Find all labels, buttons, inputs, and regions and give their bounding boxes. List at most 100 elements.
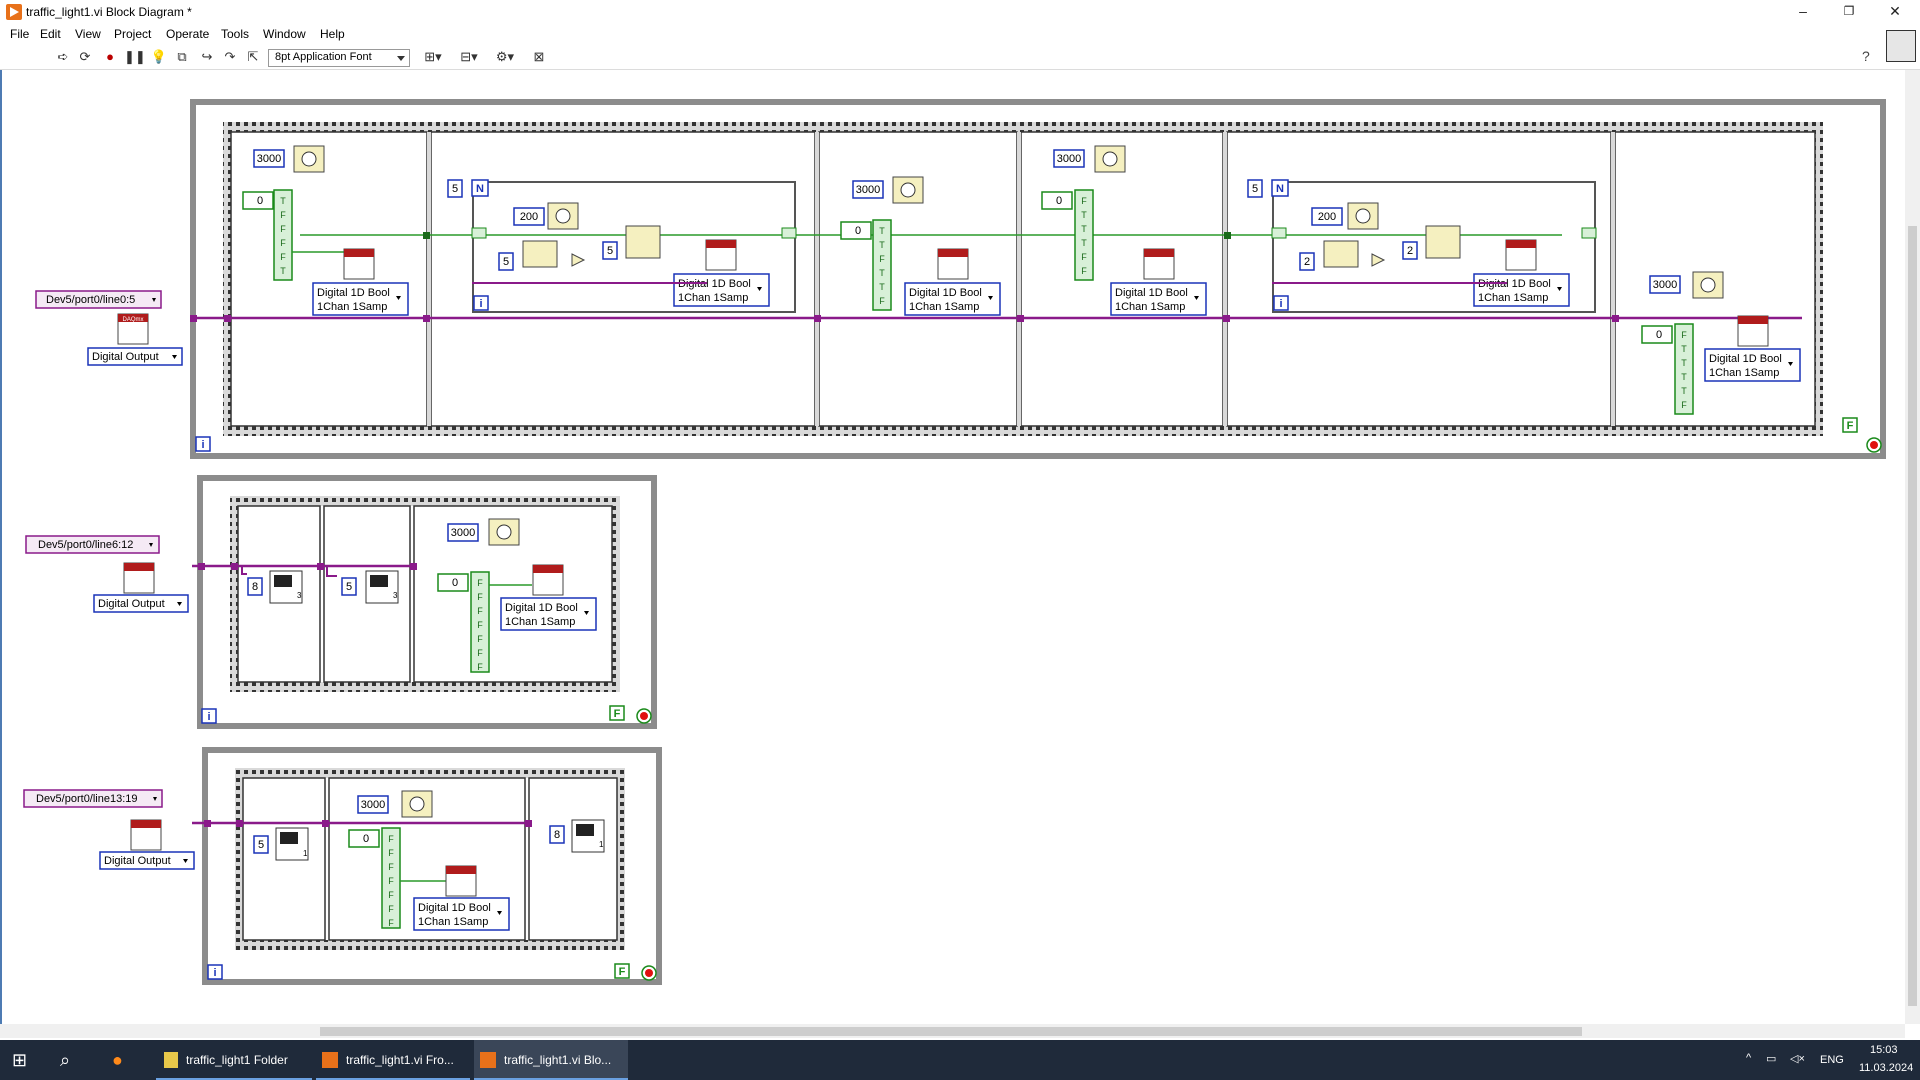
loop2-channel-constant[interactable]: Dev5/port0/line6:12 <box>25 535 160 554</box>
loop3-channel-constant[interactable]: Dev5/port0/line13:19 <box>23 789 163 808</box>
scroll-thumb[interactable] <box>1908 226 1917 1006</box>
bool-cell: F <box>280 238 286 248</box>
daqmx-create-channel-3[interactable] <box>130 819 162 851</box>
taskbar-item-block-diagram[interactable]: traffic_light1.vi Blo... <box>474 1040 628 1080</box>
loop3-wait[interactable]: 3000 <box>357 790 433 818</box>
frame6-daqmx-write[interactable]: Digital 1D Bool 1Chan 1Samp <box>1704 315 1801 382</box>
frame1-bool-array[interactable]: 0 T F F F F T <box>242 189 293 281</box>
while-loop-2[interactable]: i F <box>197 475 657 729</box>
frame3-wait[interactable]: 3000 <box>852 176 924 204</box>
reorder-icon[interactable]: ⚙▾ <box>495 49 515 64</box>
clock-time[interactable]: 15:03 <box>1870 1044 1898 1056</box>
pause-icon[interactable]: ❚❚ <box>124 49 146 64</box>
loop3-subvi-2[interactable]: 8 1 <box>549 819 605 853</box>
loop2-daqmx-write[interactable]: Digital 1D Bool 1Chan 1Samp <box>500 564 597 631</box>
menu-window[interactable]: Window <box>263 27 306 41</box>
frame1-array-index: 0 <box>257 195 263 207</box>
step-over-icon[interactable]: ↷ <box>224 49 236 64</box>
align-objects-icon[interactable]: ⊞▾ <box>424 49 442 64</box>
chevron-down-icon <box>177 602 182 606</box>
while-loop-1[interactable]: i F <box>190 99 1886 459</box>
highlight-execution-icon[interactable]: 💡 <box>150 49 168 64</box>
restore-button[interactable]: ❐ <box>1843 4 1855 18</box>
run-continuously-icon[interactable]: ⟳ <box>79 49 91 64</box>
frame4-bool-array[interactable]: 0 F T T T F F <box>1041 189 1094 281</box>
loop3-subvi-1[interactable]: 5 1 <box>253 827 309 861</box>
wait-clock-icon <box>301 151 317 167</box>
search-icon[interactable]: ⌕ <box>60 1050 71 1070</box>
horizontal-scrollbar[interactable] <box>0 1024 1905 1038</box>
loop3-create-mode-selector[interactable]: Digital Output <box>99 851 195 870</box>
daqmx-create-channel-1[interactable]: DAQmx <box>117 313 149 345</box>
loop1-stop-constant[interactable]: F <box>1847 420 1854 432</box>
bool-cell: T <box>879 282 885 292</box>
volume-muted-icon[interactable]: ◁× <box>1790 1053 1805 1065</box>
frame6-bool-array[interactable]: 0 F T T T T F <box>1641 323 1694 415</box>
taskbar: ⊞ ⌕ ● traffic_light1 Folder traffic_ligh… <box>0 1040 1920 1080</box>
network-icon[interactable]: ▭ <box>1766 1053 1777 1065</box>
loop2-array-index: 0 <box>452 577 458 589</box>
menu-tools[interactable]: Tools <box>221 27 250 41</box>
loop2-stop-constant[interactable]: F <box>614 708 621 720</box>
vertical-scrollbar[interactable] <box>1905 70 1920 1024</box>
frame4-daqmx-write[interactable]: Digital 1D Bool 1Chan 1Samp <box>1110 248 1207 316</box>
subvi-badge: 3 <box>297 591 302 600</box>
bool-cell: F <box>477 620 483 630</box>
distribute-objects-icon[interactable]: ⊟▾ <box>460 49 478 64</box>
loop2-subvi-2[interactable]: 5 3 <box>341 570 399 604</box>
loop3-daqmx-write[interactable]: Digital 1D Bool 1Chan 1Samp <box>413 865 510 931</box>
vi-connector-icon[interactable] <box>1886 30 1916 62</box>
language-indicator[interactable]: ENG <box>1820 1054 1844 1066</box>
minimize-button[interactable]: – <box>1799 3 1807 19</box>
taskbar-item-front-panel[interactable]: traffic_light1.vi Fro... <box>316 1040 470 1080</box>
bool-cell: F <box>477 634 483 644</box>
menu-view[interactable]: View <box>75 27 101 41</box>
frame2-for-loop[interactable]: 5 N i 200 5 5 Digital 1D Bool 1Chan 1Sam… <box>447 179 797 313</box>
run-arrow-icon[interactable]: ➪ <box>57 49 69 64</box>
menu-file[interactable]: File <box>10 27 30 41</box>
clock-date[interactable]: 11.03.2024 <box>1859 1062 1914 1074</box>
chevron-up-icon[interactable]: ^ <box>1746 1052 1752 1064</box>
frame3-bool-array[interactable]: 0 T T F T T F <box>840 219 892 311</box>
firefox-icon[interactable]: ● <box>112 1050 123 1070</box>
frame5-count-terminal: N <box>1276 183 1284 195</box>
loop3-stop-constant[interactable]: F <box>619 966 626 978</box>
loop1-channel-constant[interactable]: Dev5/port0/line0:5 <box>35 290 162 309</box>
bool-cell: F <box>477 592 483 602</box>
while-loop-3[interactable]: i F <box>202 747 662 985</box>
step-out-icon[interactable]: ⇱ <box>247 49 259 64</box>
frame6-wait[interactable]: 3000 <box>1649 271 1724 299</box>
window-title: traffic_light1.vi Block Diagram * <box>26 5 192 19</box>
taskbar-item-folder[interactable]: traffic_light1 Folder <box>156 1040 312 1080</box>
daqmx-create-channel-2[interactable] <box>123 562 155 594</box>
cleanup-diagram-icon[interactable]: ⊠ <box>533 49 545 64</box>
loop2-wait[interactable]: 3000 <box>447 518 520 546</box>
frame1-wait[interactable]: 3000 <box>253 145 325 173</box>
block-diagram-canvas[interactable]: i F Dev5/port0/line0:5 DAQmx <box>0 70 1905 1024</box>
close-button[interactable]: ✕ <box>1889 3 1901 19</box>
windows-start-icon[interactable]: ⊞ <box>12 1050 28 1070</box>
loop1-create-mode-selector[interactable]: Digital Output <box>87 347 183 366</box>
frame5-write-line2: 1Chan 1Samp <box>1478 292 1548 304</box>
bool-cell: T <box>280 196 286 206</box>
frame4-wait[interactable]: 3000 <box>1053 145 1126 173</box>
context-help-icon[interactable]: ? <box>1862 48 1870 64</box>
retain-wire-values-icon[interactable]: ⧉ <box>177 49 187 64</box>
daqmx-label: DAQmx <box>123 317 144 323</box>
abort-icon[interactable]: ● <box>106 49 114 64</box>
frame1-daqmx-write[interactable]: Digital 1D Bool 1Chan 1Samp <box>312 248 409 316</box>
frame5-for-loop[interactable]: 5 N i 200 2 2 Digital 1D Bool 1Chan 1Sam… <box>1247 179 1597 313</box>
frame3-daqmx-write[interactable]: Digital 1D Bool 1Chan 1Samp <box>904 248 1001 316</box>
step-into-icon[interactable]: ↪ <box>201 49 213 64</box>
menu-help[interactable]: Help <box>320 27 345 41</box>
loop2-subvi-1[interactable]: 8 3 <box>247 570 303 604</box>
loop2-create-mode-selector[interactable]: Digital Output <box>93 594 189 613</box>
loop2-bool-array[interactable]: 0 F F F F F F F <box>437 571 490 673</box>
menu-edit[interactable]: Edit <box>40 27 61 41</box>
font-select[interactable]: 8pt Application Font <box>268 49 410 67</box>
scroll-thumb[interactable] <box>320 1027 1582 1036</box>
bool-cell: F <box>477 606 483 616</box>
loop3-bool-array[interactable]: 0 F F F F F F F <box>348 827 401 929</box>
menu-operate[interactable]: Operate <box>166 27 210 41</box>
menu-project[interactable]: Project <box>114 27 152 41</box>
